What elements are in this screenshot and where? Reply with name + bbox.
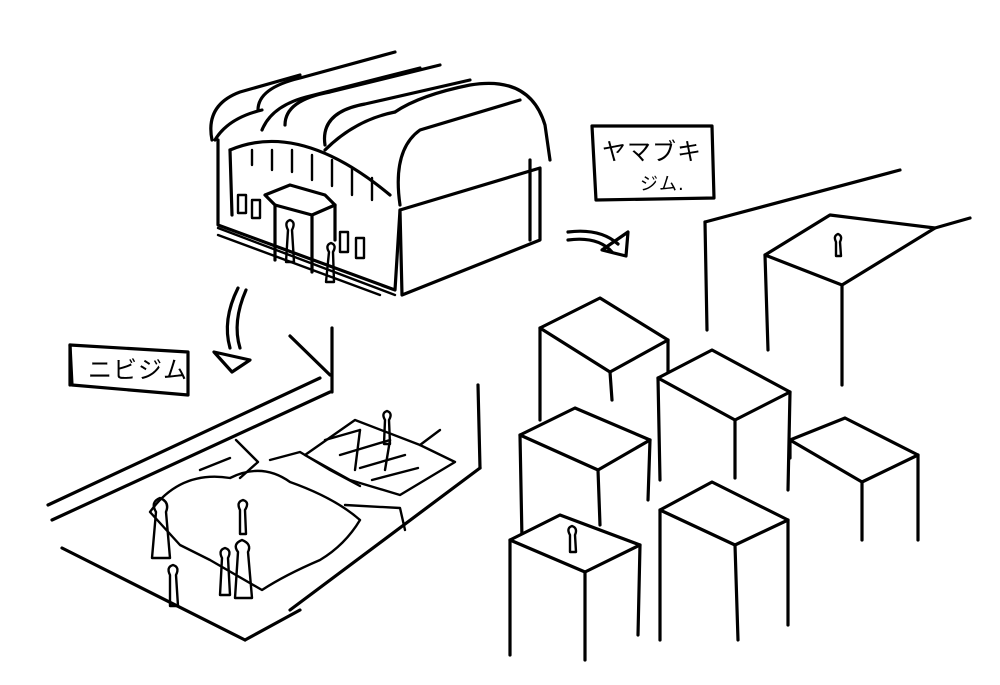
nibi-gym-field: [46, 326, 482, 642]
yamabuki-gym-blocks: [508, 168, 972, 662]
sign-nibi-label: ニビジム: [88, 356, 188, 384]
sign-yamabuki-gym: ヤマブキ ジム.: [590, 124, 716, 202]
sign-yamabuki-label-2: ジム.: [640, 174, 685, 195]
arrow-to-yamabuki: [566, 229, 630, 258]
arrow-to-nibi: [212, 286, 252, 374]
sign-yamabuki-label-1: ヤマブキ: [602, 138, 702, 166]
sign-nibi-gym: ニビジム: [68, 343, 190, 397]
gym-building: [209, 50, 552, 297]
